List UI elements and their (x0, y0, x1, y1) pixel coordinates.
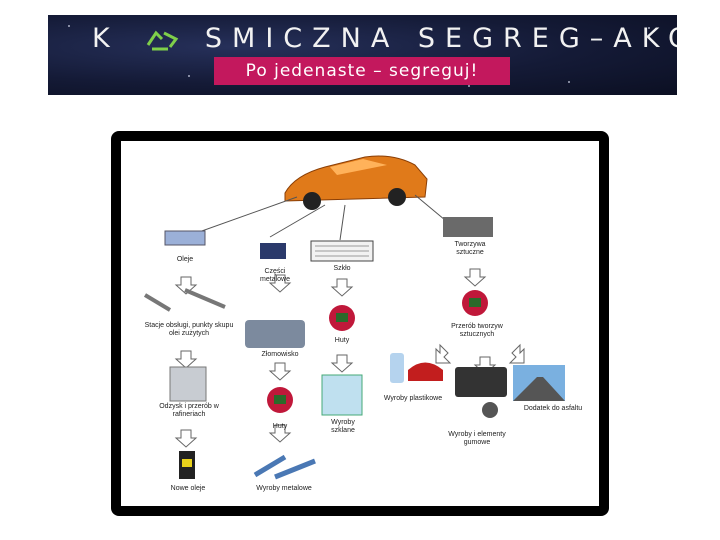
label-wyroby-szklane: Wyroby szklane (323, 419, 363, 435)
label-tworzywa: Tworzywa sztuczne (443, 241, 497, 257)
label-czesci: Części metalowe (253, 268, 297, 284)
label-oleje: Oleje (165, 256, 205, 264)
label-wyroby-metalowe: Wyroby metalowe (245, 485, 323, 493)
banner-subtitle: Po jedenaste – segreguj! (214, 57, 510, 85)
recycling-diagram: Oleje Części metalowe Szkło Tworzywa szt… (125, 145, 595, 502)
title-part2: SMICZNA SEGREG–AKCJA! (205, 23, 677, 54)
banner-title: K SMICZNA SEGREG–AKCJA! (92, 23, 677, 54)
label-wyroby-plastikowe: Wyroby plastikowe (377, 395, 449, 403)
car-icon (285, 156, 427, 210)
label-przerob: Przerób tworzyw sztucznych (440, 323, 514, 339)
label-dodatek: Dodatek do asfaltu (515, 405, 591, 413)
recycle-icon (142, 29, 182, 51)
label-szklo: Szkło (325, 265, 359, 273)
label-zlomowisko: Złomowisko (253, 351, 307, 359)
label-wyroby-gumowe: Wyroby i elementy gumowe (445, 431, 509, 447)
label-nowe-oleje: Nowe oleje (163, 485, 213, 493)
label-huty2: Huty (265, 423, 295, 431)
label-stacje: Stacje obsługi, punkty skupu olei zużyty… (143, 322, 235, 338)
banner: K SMICZNA SEGREG–AKCJA! Po jedenaste – s… (48, 15, 677, 95)
label-huty1: Huty (327, 337, 357, 345)
title-part1: K (92, 23, 120, 54)
label-odzysk: Odzysk i przerób w rafineriach (153, 403, 225, 419)
